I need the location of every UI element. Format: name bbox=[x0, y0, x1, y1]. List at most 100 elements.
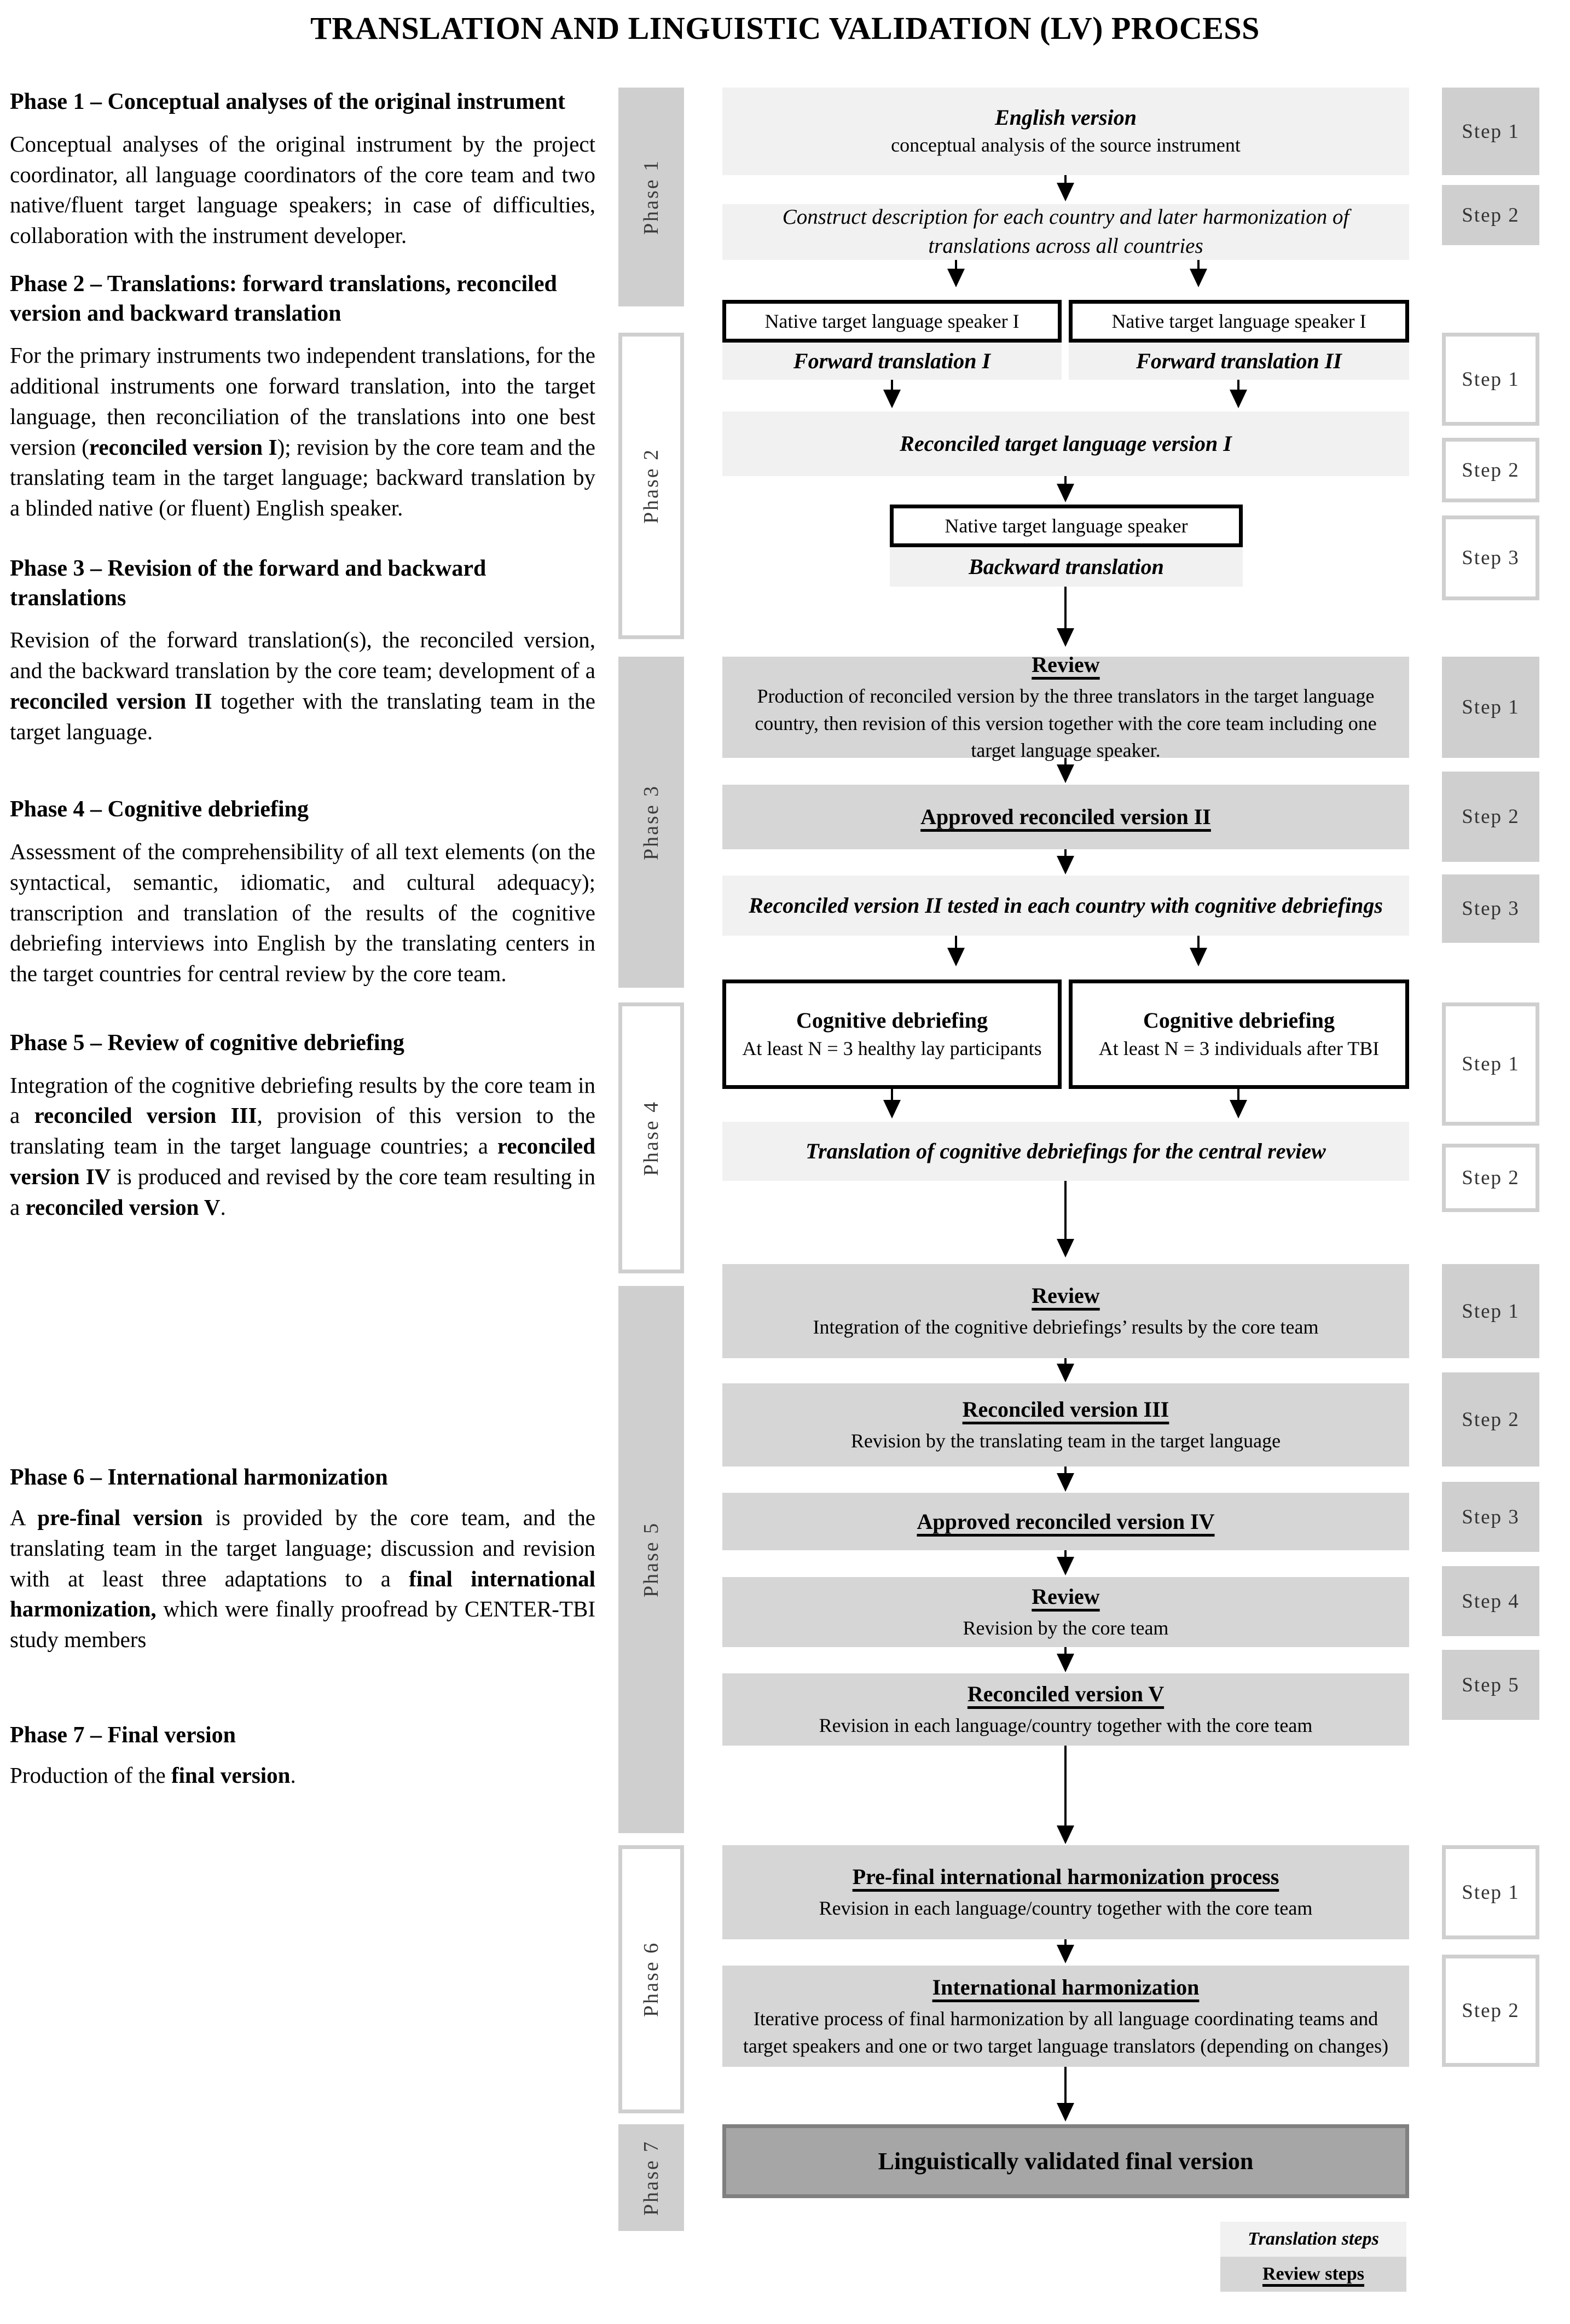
review-phase5-step4-subtitle: Revision by the core team bbox=[963, 1617, 1169, 1639]
final-version-label: Linguistically validated final version bbox=[878, 2147, 1254, 2175]
node-reconciled-target-version-1: Reconciled target language version I bbox=[722, 412, 1409, 476]
translation-cognitive-debriefings-label: Translation of cognitive debriefings for… bbox=[806, 1139, 1326, 1163]
node-native-speaker-backward: Native target language speaker bbox=[890, 505, 1243, 547]
step-rail-p1-s2: Step 2 bbox=[1442, 185, 1539, 245]
node-cognitive-debriefing-1: Cognitive debriefing At least N = 3 heal… bbox=[722, 980, 1062, 1089]
approved-reconciled-2-label: Approved reconciled version II bbox=[920, 804, 1211, 829]
step-rail-p2-s1: Step 1 bbox=[1442, 333, 1539, 426]
prefinal-harmonization-title: Pre-final international harmonization pr… bbox=[852, 1864, 1279, 1890]
forward-translation-1-label: Forward translation I bbox=[793, 349, 991, 373]
phase-7-description-block: Phase 7 – Final version Production of th… bbox=[10, 1721, 595, 1791]
phase-2-heading: Phase 2 – Translations: forward translat… bbox=[10, 271, 557, 326]
node-cognitive-debriefing-2: Cognitive debriefing At least N = 3 indi… bbox=[1069, 980, 1409, 1089]
step-rail-p1-s1: Step 1 bbox=[1442, 88, 1539, 175]
review-phase3-subtitle: Production of reconciled version by the … bbox=[755, 685, 1377, 762]
phase-1-description-block: Phase 1 – Conceptual analyses of the ori… bbox=[10, 88, 595, 251]
node-backward-translation: Backward translation bbox=[890, 547, 1243, 587]
review-phase5-title: Review bbox=[1032, 1283, 1100, 1308]
phase-rail-3: Phase 3 bbox=[618, 657, 684, 988]
step-rail-p2-s2: Step 2 bbox=[1442, 438, 1539, 502]
step-rail-p6-s2: Step 2 bbox=[1442, 1955, 1539, 2067]
phase-1-body: Conceptual analyses of the original inst… bbox=[10, 131, 595, 248]
node-approved-reconciled-4: Approved reconciled version IV bbox=[722, 1493, 1409, 1550]
reconciled-version-3-title: Reconciled version III bbox=[962, 1397, 1169, 1422]
legend-review-steps: Review steps bbox=[1220, 2257, 1406, 2292]
step-rail-p3-s3: Step 3 bbox=[1442, 874, 1539, 943]
node-review-phase3: Review Production of reconciled version … bbox=[722, 652, 1409, 761]
node-final-version: Linguistically validated final version bbox=[722, 2124, 1409, 2198]
reconciled-2-tested-label: Reconciled version II tested in each cou… bbox=[749, 893, 1383, 918]
review-phase3-title: Review bbox=[1032, 652, 1100, 677]
phase-6-description-block: Phase 6 – International harmonization A … bbox=[10, 1463, 595, 1655]
node-review-phase5-step4: Review Revision by the core team bbox=[722, 1577, 1409, 1647]
phase-4-heading: Phase 4 – Cognitive debriefing bbox=[10, 797, 309, 822]
step-rail-p3-s2: Step 2 bbox=[1442, 772, 1539, 862]
step-rail-p5-s5: Step 5 bbox=[1442, 1650, 1539, 1720]
node-construct-description: Construct description for each country a… bbox=[722, 204, 1409, 260]
legend-translation-steps: Translation steps bbox=[1220, 2222, 1406, 2257]
node-forward-translation-1: Forward translation I bbox=[722, 343, 1062, 380]
node-reconciled-2-tested: Reconciled version II tested in each cou… bbox=[722, 876, 1409, 936]
step-rail-p5-s2: Step 2 bbox=[1442, 1372, 1539, 1467]
step-rail-p5-s3: Step 3 bbox=[1442, 1482, 1539, 1552]
phase-rail-6: Phase 6 bbox=[618, 1845, 684, 2113]
native-speaker-2-label: Native target language speaker I bbox=[1111, 310, 1366, 332]
narrative-column: Phase 1 – Conceptual analyses of the ori… bbox=[10, 88, 595, 1790]
phase-4-body: Assessment of the comprehensibility of a… bbox=[10, 839, 595, 986]
international-harmonization-subtitle: Iterative process of final harmonization… bbox=[743, 2007, 1389, 2057]
phase-5-heading: Phase 5 – Review of cognitive debriefing bbox=[10, 1030, 404, 1056]
node-english-version: English version conceptual analysis of t… bbox=[722, 88, 1409, 175]
native-speaker-backward-label: Native target language speaker bbox=[945, 514, 1188, 537]
phase-rail-1: Phase 1 bbox=[618, 88, 684, 306]
reconciled-version-5-title: Reconciled version V bbox=[967, 1682, 1165, 1707]
phase-5-description-block: Phase 5 – Review of cognitive debriefing… bbox=[10, 1029, 595, 1223]
forward-translation-2-label: Forward translation II bbox=[1136, 349, 1342, 373]
phase-5-body: Integration of the cognitive debriefing … bbox=[10, 1072, 596, 1220]
phase-2-description-block: Phase 2 – Translations: forward translat… bbox=[10, 270, 595, 524]
flow-chart: Phase 1 Phase 2 Phase 3 Phase 4 Phase 5 … bbox=[618, 88, 1570, 2304]
cognitive-debriefing-1-subtitle: At least N = 3 healthy lay participants bbox=[742, 1038, 1042, 1060]
node-forward-translation-2: Forward translation II bbox=[1069, 343, 1409, 380]
phase-3-body: Revision of the forward translation(s), … bbox=[10, 627, 595, 744]
legend: Translation steps Review steps bbox=[1220, 2222, 1406, 2292]
english-version-subtitle: conceptual analysis of the source instru… bbox=[891, 134, 1241, 157]
phase-rail-2: Phase 2 bbox=[618, 333, 684, 639]
phase-2-body: For the primary instruments two independ… bbox=[10, 343, 595, 520]
international-harmonization-title: International harmonization bbox=[932, 1974, 1200, 2000]
node-reconciled-version-3: Reconciled version III Revision by the t… bbox=[722, 1383, 1409, 1467]
step-rail-p4-s1: Step 1 bbox=[1442, 1002, 1539, 1126]
approved-reconciled-4-label: Approved reconciled version IV bbox=[917, 1509, 1215, 1534]
cognitive-debriefing-2-subtitle: At least N = 3 individuals after TBI bbox=[1098, 1038, 1380, 1060]
step-rail-p2-s3: Step 3 bbox=[1442, 515, 1539, 600]
cognitive-debriefing-2-title: Cognitive debriefing bbox=[1143, 1008, 1335, 1033]
english-version-title: English version bbox=[995, 105, 1137, 130]
step-rail-p5-s1: Step 1 bbox=[1442, 1264, 1539, 1358]
node-native-speaker-1: Native target language speaker I bbox=[722, 300, 1062, 343]
step-rail-p3-s1: Step 1 bbox=[1442, 657, 1539, 758]
node-native-speaker-2: Native target language speaker I bbox=[1069, 300, 1409, 343]
phase-7-heading: Phase 7 – Final version bbox=[10, 1722, 236, 1748]
phase-3-description-block: Phase 3 – Revision of the forward and ba… bbox=[10, 554, 595, 747]
node-review-phase5: Review Integration of the cognitive debr… bbox=[722, 1264, 1409, 1358]
phase-4-description-block: Phase 4 – Cognitive debriefing Assessmen… bbox=[10, 795, 595, 989]
phase-6-body: A pre-final version is provided by the c… bbox=[10, 1505, 595, 1652]
prefinal-harmonization-subtitle: Revision in each language/country togeth… bbox=[819, 1897, 1313, 1920]
step-rail-p5-s4: Step 4 bbox=[1442, 1566, 1539, 1636]
reconciled-version-3-subtitle: Revision by the translating team in the … bbox=[850, 1430, 1281, 1452]
step-rail-p4-s2: Step 2 bbox=[1442, 1144, 1539, 1212]
phase-7-body: Production of the final version. bbox=[10, 1762, 296, 1788]
construct-description-text: Construct description for each country a… bbox=[782, 205, 1349, 258]
node-reconciled-version-5: Reconciled version V Revision in each la… bbox=[722, 1673, 1409, 1746]
phase-3-heading: Phase 3 – Revision of the forward and ba… bbox=[10, 555, 486, 611]
native-speaker-1-label: Native target language speaker I bbox=[764, 310, 1019, 332]
review-phase5-subtitle: Integration of the cognitive debriefings… bbox=[813, 1316, 1319, 1338]
phase-rail-5: Phase 5 bbox=[618, 1286, 684, 1833]
node-translation-cognitive-debriefings: Translation of cognitive debriefings for… bbox=[722, 1122, 1409, 1181]
phase-1-heading: Phase 1 – Conceptual analyses of the ori… bbox=[10, 89, 566, 114]
page-title: TRANSLATION AND LINGUISTIC VALIDATION (L… bbox=[310, 10, 1260, 46]
backward-translation-label: Backward translation bbox=[969, 554, 1164, 579]
phase-rail-4: Phase 4 bbox=[618, 1002, 684, 1273]
reconciled-target-version-1-label: Reconciled target language version I bbox=[900, 431, 1232, 456]
step-rail-p6-s1: Step 1 bbox=[1442, 1845, 1539, 1939]
review-phase5-step4-title: Review bbox=[1032, 1584, 1100, 1609]
